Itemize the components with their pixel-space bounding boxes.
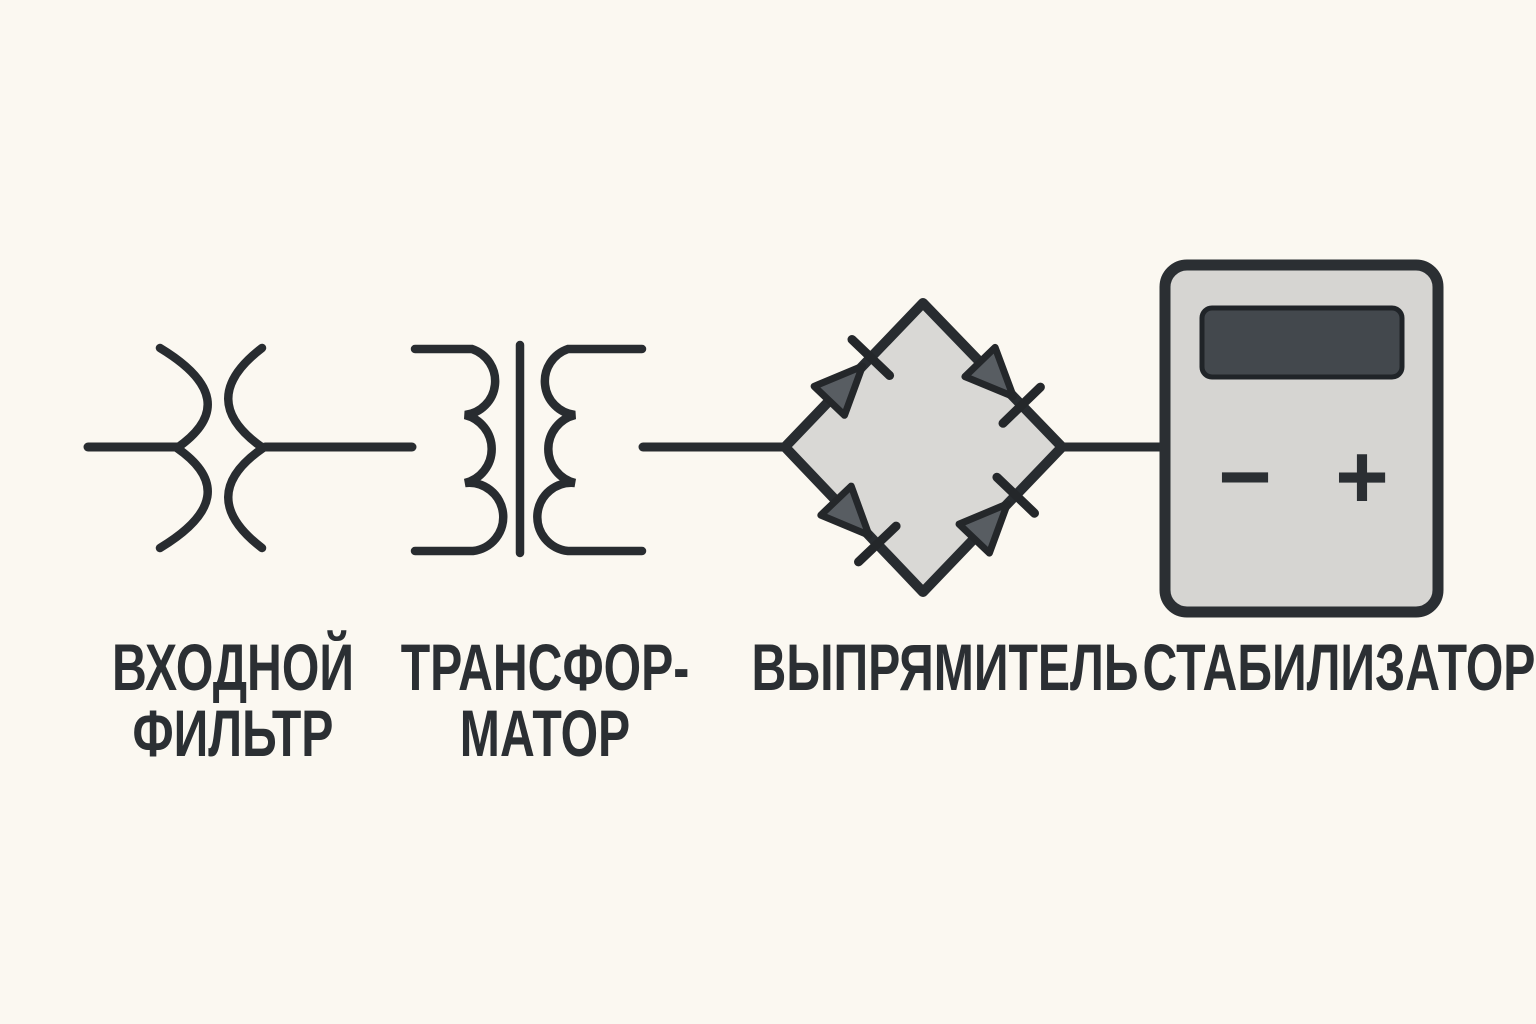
diode-top-right-cathode-bar xyxy=(998,382,1045,428)
filter-right-top-arc xyxy=(224,343,268,453)
filter-right-bottom-arc xyxy=(224,443,268,553)
label-input-filter: ВХОДНОЙ ФИЛЬТР xyxy=(112,634,354,766)
label-input-filter-line2: ФИЛЬТР xyxy=(132,696,334,770)
label-transformer-line2: МАТОР xyxy=(459,696,631,770)
filter-left-bottom-arc xyxy=(155,443,212,553)
label-transformer: ТРАНСФОР- МАТОР xyxy=(401,634,689,766)
label-stabilizer: СТАБИЛИЗАТОР xyxy=(1142,630,1536,704)
transformer-secondary-winding xyxy=(533,344,647,556)
diode-bottom-right-cathode-bar xyxy=(992,472,1039,518)
stabilizer-display xyxy=(1199,305,1405,380)
label-input-filter-line1: ВХОДНОЙ xyxy=(112,630,354,704)
input-filter-symbol xyxy=(155,343,268,553)
minus-symbol: − xyxy=(1218,426,1272,528)
diode-top-left-cathode-bar xyxy=(847,335,895,380)
diode-top-left-icon xyxy=(810,362,866,419)
diode-bottom-left-icon xyxy=(817,482,873,539)
label-transformer-line1: ТРАНСФОР- xyxy=(400,630,690,704)
stabilizer-symbol xyxy=(1159,259,1444,618)
plus-symbol: + xyxy=(1335,426,1389,528)
bridge-diamond xyxy=(780,298,1067,597)
diode-bottom-left-cathode-bar xyxy=(854,521,901,567)
filter-left-top-arc xyxy=(155,343,212,453)
transformer-symbol xyxy=(410,340,647,558)
transformer-primary-winding xyxy=(410,344,508,556)
label-rectifier: ВЫПРЯМИТЕЛЬ xyxy=(751,630,1139,704)
rectifier-bridge-symbol xyxy=(780,298,1067,597)
diode-bottom-right-icon xyxy=(955,500,1011,557)
diode-top-right-icon xyxy=(961,343,1017,401)
